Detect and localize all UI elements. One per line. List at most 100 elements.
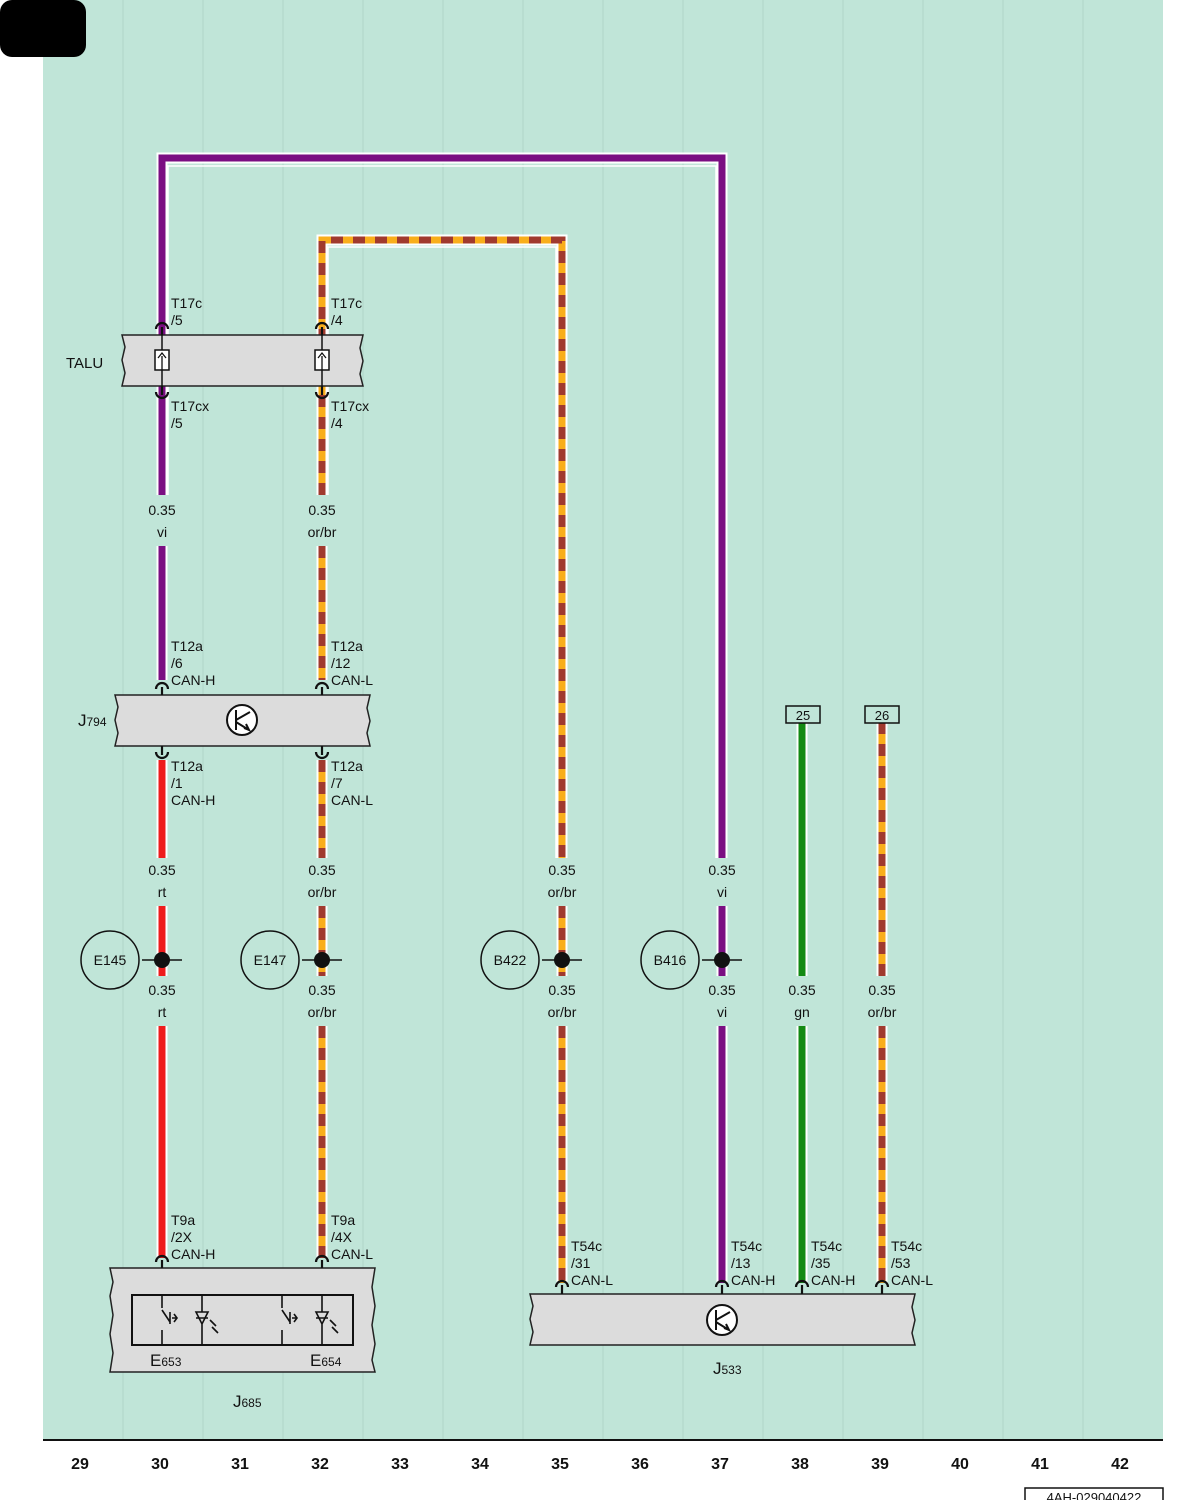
svg-text:T9a: T9a	[171, 1212, 195, 1228]
svg-text:T12a: T12a	[171, 638, 203, 654]
svg-text:T17c: T17c	[331, 295, 362, 311]
j533-block	[529, 1293, 916, 1346]
svg-text:0.35: 0.35	[868, 982, 895, 998]
svg-text:29: 29	[71, 1456, 89, 1473]
svg-text:25: 25	[796, 708, 810, 723]
connector-pin-stems	[160, 327, 884, 1294]
svg-text:/4: /4	[331, 312, 343, 328]
svg-text:or/br: or/br	[308, 524, 337, 540]
svg-text:0.35: 0.35	[708, 982, 735, 998]
svg-text:/12: /12	[331, 655, 351, 671]
svg-text:/7: /7	[331, 775, 343, 791]
svg-text:37: 37	[711, 1456, 729, 1473]
svg-text:/5: /5	[171, 415, 183, 431]
svg-text:CAN-H: CAN-H	[171, 1246, 215, 1262]
svg-text:0.35: 0.35	[708, 862, 735, 878]
svg-text:32: 32	[311, 1456, 329, 1473]
svg-text:B416: B416	[654, 952, 687, 968]
splice-b422: B422	[480, 930, 582, 990]
e654-label: E654	[310, 1351, 342, 1370]
svg-text:T54c: T54c	[571, 1238, 602, 1254]
document-id: 4AH-029040422	[1024, 1487, 1164, 1500]
svg-text:0.35: 0.35	[788, 982, 815, 998]
svg-text:0.35: 0.35	[308, 502, 335, 518]
svg-text:CAN-H: CAN-H	[811, 1272, 855, 1288]
svg-text:rt: rt	[158, 884, 167, 900]
ref-26[interactable]: 26	[864, 705, 900, 724]
svg-text:T17cx: T17cx	[331, 398, 369, 414]
svg-text:rt: rt	[158, 1004, 167, 1020]
j794-label: J794	[78, 711, 107, 730]
talu-block	[121, 334, 364, 387]
svg-text:CAN-L: CAN-L	[331, 672, 373, 688]
svg-text:or/br: or/br	[308, 884, 337, 900]
svg-text:26: 26	[875, 708, 889, 723]
svg-text:vi: vi	[717, 1004, 727, 1020]
j533-label: J533	[713, 1359, 742, 1378]
svg-text:/1: /1	[171, 775, 183, 791]
splice-e147: E147	[240, 930, 342, 990]
svg-text:or/br: or/br	[548, 884, 577, 900]
svg-text:0.35: 0.35	[148, 982, 175, 998]
e653-label: E653	[150, 1351, 182, 1370]
wire-labels: 0.35 vi 0.35 or/br 0.35 rt 0.35 or/br 0.…	[148, 502, 896, 1020]
page-tab	[0, 0, 86, 57]
svg-text:CAN-H: CAN-H	[731, 1272, 775, 1288]
svg-text:T54c: T54c	[731, 1238, 762, 1254]
svg-text:31: 31	[231, 1456, 249, 1473]
svg-text:36: 36	[631, 1456, 649, 1473]
svg-text:4AH-029040422: 4AH-029040422	[1047, 1490, 1142, 1500]
svg-text:gn: gn	[794, 1004, 810, 1020]
svg-text:/35: /35	[811, 1255, 831, 1271]
svg-text:0.35: 0.35	[308, 982, 335, 998]
connector-pins	[154, 321, 890, 1288]
svg-text:T54c: T54c	[811, 1238, 842, 1254]
column-numbers: 29 30 31 32 33 34 35 36 37 38 39 40 41 4…	[71, 1456, 1129, 1473]
wire-vi-loop	[156, 152, 728, 858]
splice-b416: B416	[640, 930, 742, 990]
svg-text:0.35: 0.35	[308, 862, 335, 878]
svg-text:39: 39	[871, 1456, 889, 1473]
j685-label: J685	[233, 1392, 262, 1411]
splice-e145: E145	[80, 930, 182, 990]
svg-text:T12a: T12a	[171, 758, 203, 774]
svg-text:/5: /5	[171, 312, 183, 328]
switch-led-icon	[161, 1295, 339, 1345]
svg-text:30: 30	[151, 1456, 169, 1473]
svg-text:/2X: /2X	[171, 1229, 193, 1245]
svg-text:0.35: 0.35	[548, 862, 575, 878]
svg-text:T17c: T17c	[171, 295, 202, 311]
talu-label: TALU	[66, 355, 103, 372]
svg-text:T17cx: T17cx	[171, 398, 209, 414]
j794-block	[114, 694, 371, 747]
svg-text:or/br: or/br	[548, 1004, 577, 1020]
svg-text:or/br: or/br	[868, 1004, 897, 1020]
svg-text:0.35: 0.35	[548, 982, 575, 998]
svg-text:/53: /53	[891, 1255, 911, 1271]
svg-text:vi: vi	[717, 884, 727, 900]
svg-text:E145: E145	[94, 952, 127, 968]
svg-text:CAN-L: CAN-L	[891, 1272, 933, 1288]
svg-text:/6: /6	[171, 655, 183, 671]
svg-text:0.35: 0.35	[148, 862, 175, 878]
j685-block	[109, 1267, 376, 1373]
svg-text:41: 41	[1031, 1456, 1049, 1473]
svg-text:35: 35	[551, 1456, 569, 1473]
svg-text:CAN-H: CAN-H	[171, 672, 215, 688]
svg-text:33: 33	[391, 1456, 409, 1473]
svg-text:/4: /4	[331, 415, 343, 431]
svg-text:vi: vi	[157, 524, 167, 540]
svg-text:T12a: T12a	[331, 638, 363, 654]
splices: E145 E147 B422 B416	[80, 930, 742, 990]
connector-labels: T17c /5 T17c /4 T17cx /5 T17cx /4 T12a /…	[171, 295, 933, 1288]
svg-text:T9a: T9a	[331, 1212, 355, 1228]
svg-text:B422: B422	[494, 952, 527, 968]
svg-text:/31: /31	[571, 1255, 591, 1271]
svg-text:or/br: or/br	[308, 1004, 337, 1020]
svg-text:0.35: 0.35	[148, 502, 175, 518]
svg-text:34: 34	[471, 1456, 489, 1473]
ref-25[interactable]: 25	[785, 705, 821, 724]
svg-text:CAN-L: CAN-L	[331, 792, 373, 808]
svg-text:E147: E147	[254, 952, 287, 968]
